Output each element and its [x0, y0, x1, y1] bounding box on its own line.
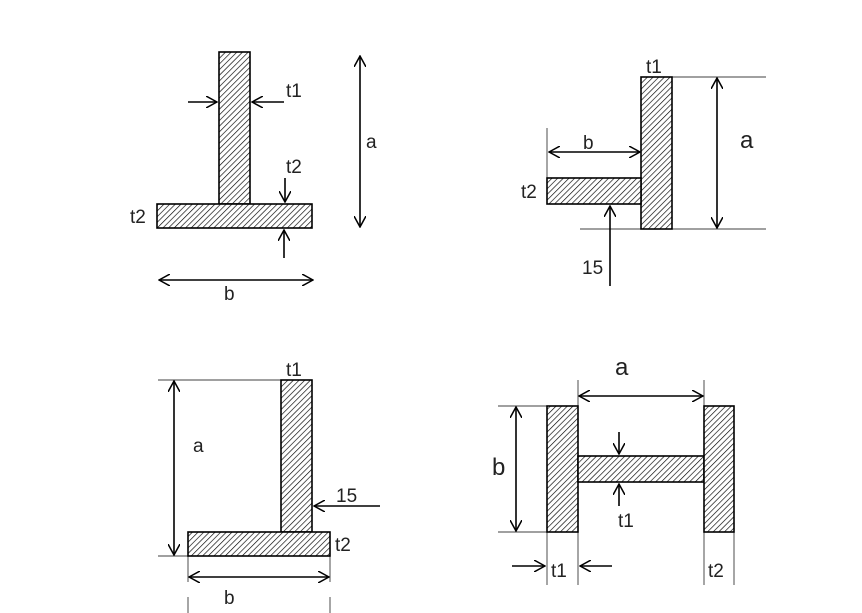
t2-label: t2 — [708, 561, 724, 582]
h-section-figure: a b t1 t1 t2 — [492, 354, 735, 585]
a-label: a — [615, 354, 629, 381]
t1-label: t1 — [286, 81, 302, 102]
flange-t1-label: t1 — [551, 561, 567, 582]
fillet-label: 15 — [582, 258, 603, 279]
b-label: b — [224, 588, 235, 609]
t-section-flange — [156, 203, 313, 229]
fillet-label: 15 — [336, 486, 357, 507]
t1-label: t1 — [286, 360, 302, 381]
a-label: a — [193, 436, 204, 457]
h-section-right-flange — [703, 405, 735, 533]
t2-label: t2 — [286, 157, 302, 178]
b-label: b — [492, 454, 505, 481]
angle-lower-vertical-leg — [280, 379, 313, 533]
angle-lower-horizontal-leg — [187, 531, 331, 557]
h-section-web — [577, 455, 705, 483]
a-label: a — [366, 132, 377, 153]
t1-label: t1 — [646, 57, 662, 78]
t2-label: t2 — [521, 182, 537, 203]
angle-upper-vertical-leg — [640, 76, 673, 230]
angle-lower-figure: t1 a 15 t2 b — [158, 360, 380, 613]
angle-upper-horizontal-leg — [546, 177, 642, 205]
t-section-web — [218, 51, 251, 205]
web-t1-label: t1 — [618, 511, 634, 532]
angle-upper-figure: t1 a b t2 15 — [521, 57, 766, 286]
h-section-left-flange — [546, 405, 579, 533]
t2-side-label: t2 — [130, 207, 146, 228]
t2-label: t2 — [335, 535, 351, 556]
b-label: b — [583, 133, 594, 154]
a-label: a — [740, 127, 754, 154]
b-label: b — [224, 284, 235, 305]
t-section-figure: t1 t2 t2 a b — [130, 51, 377, 305]
